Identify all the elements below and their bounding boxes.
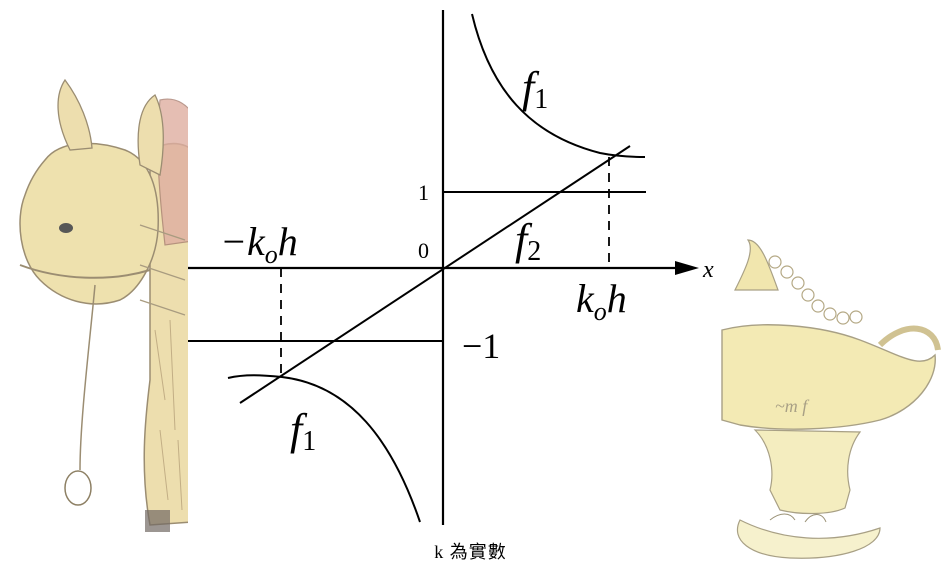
curve-f2 — [239, 145, 631, 404]
koh-sub: o — [594, 297, 607, 326]
tick-1-label: 1 — [418, 180, 429, 205]
curve-f1-upper — [471, 13, 646, 158]
figure-caption: k 為實數 — [434, 542, 507, 562]
axes — [188, 10, 685, 525]
magic-lamp-drawing: ~m f — [721, 239, 941, 559]
f2-sub: 2 — [527, 236, 541, 267]
f1-upper-sub: 1 — [534, 84, 548, 115]
x-axis-arrowhead — [675, 261, 699, 275]
svg-text:~m f: ~m f — [775, 396, 810, 416]
minus-koh-sub: o — [265, 240, 278, 269]
minus-koh-label: −koh — [220, 219, 298, 269]
koh-label: koh — [576, 276, 627, 326]
f1-lower-sub: 1 — [302, 426, 316, 457]
x-axis-label: x — [702, 257, 714, 283]
minus-koh-k: −k — [220, 219, 266, 264]
minus-koh-h: h — [278, 219, 298, 264]
koh-k: k — [576, 276, 595, 321]
curve-f1-lower — [227, 374, 421, 523]
koh-h: h — [607, 276, 627, 321]
origin-label: 0 — [418, 238, 429, 263]
tick-minus-1-label: −1 — [462, 326, 500, 366]
